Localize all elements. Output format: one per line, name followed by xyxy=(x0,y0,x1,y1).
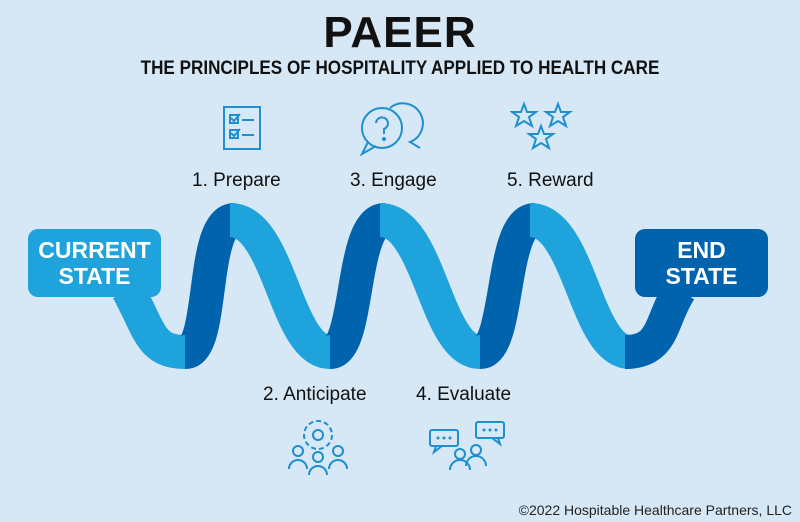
chat-bubbles-icon xyxy=(429,421,505,470)
end-state-line1: END xyxy=(677,237,726,263)
ribbon-rise-1 xyxy=(177,203,241,369)
ribbon-tail-left xyxy=(113,281,186,369)
step-evaluate: 4. Evaluate xyxy=(416,384,512,405)
copyright: ©2022 Hospitable Healthcare Partners, LL… xyxy=(518,502,792,518)
step-engage: 3. Engage xyxy=(350,170,437,191)
step-anticipate: 2. Anticipate xyxy=(263,384,367,405)
current-state-box: CURRENT STATE xyxy=(28,229,161,297)
end-state-line2: STATE xyxy=(665,263,738,289)
ribbon-tail-right xyxy=(623,280,695,369)
ribbon-fall-3 xyxy=(527,203,634,369)
team-gear-icon xyxy=(288,420,348,476)
end-state-box: END STATE xyxy=(635,229,768,297)
ribbon-fall-2 xyxy=(377,203,484,369)
current-state-line1: CURRENT xyxy=(38,237,151,263)
subtitle: THE PRINCIPLES OF HOSPITALITY APPLIED TO… xyxy=(140,58,660,79)
step-prepare: 1. Prepare xyxy=(192,170,281,191)
ribbon-rise-3 xyxy=(473,203,540,369)
current-state-line2: STATE xyxy=(58,263,131,289)
question-chat-icon xyxy=(359,102,424,157)
stars-icon xyxy=(510,101,574,151)
title: PAEER xyxy=(323,8,477,57)
step-reward: 5. Reward xyxy=(507,170,594,191)
ribbon-fall-1 xyxy=(227,203,334,369)
checklist-icon xyxy=(223,106,261,150)
ribbon-rise-2 xyxy=(323,203,390,369)
